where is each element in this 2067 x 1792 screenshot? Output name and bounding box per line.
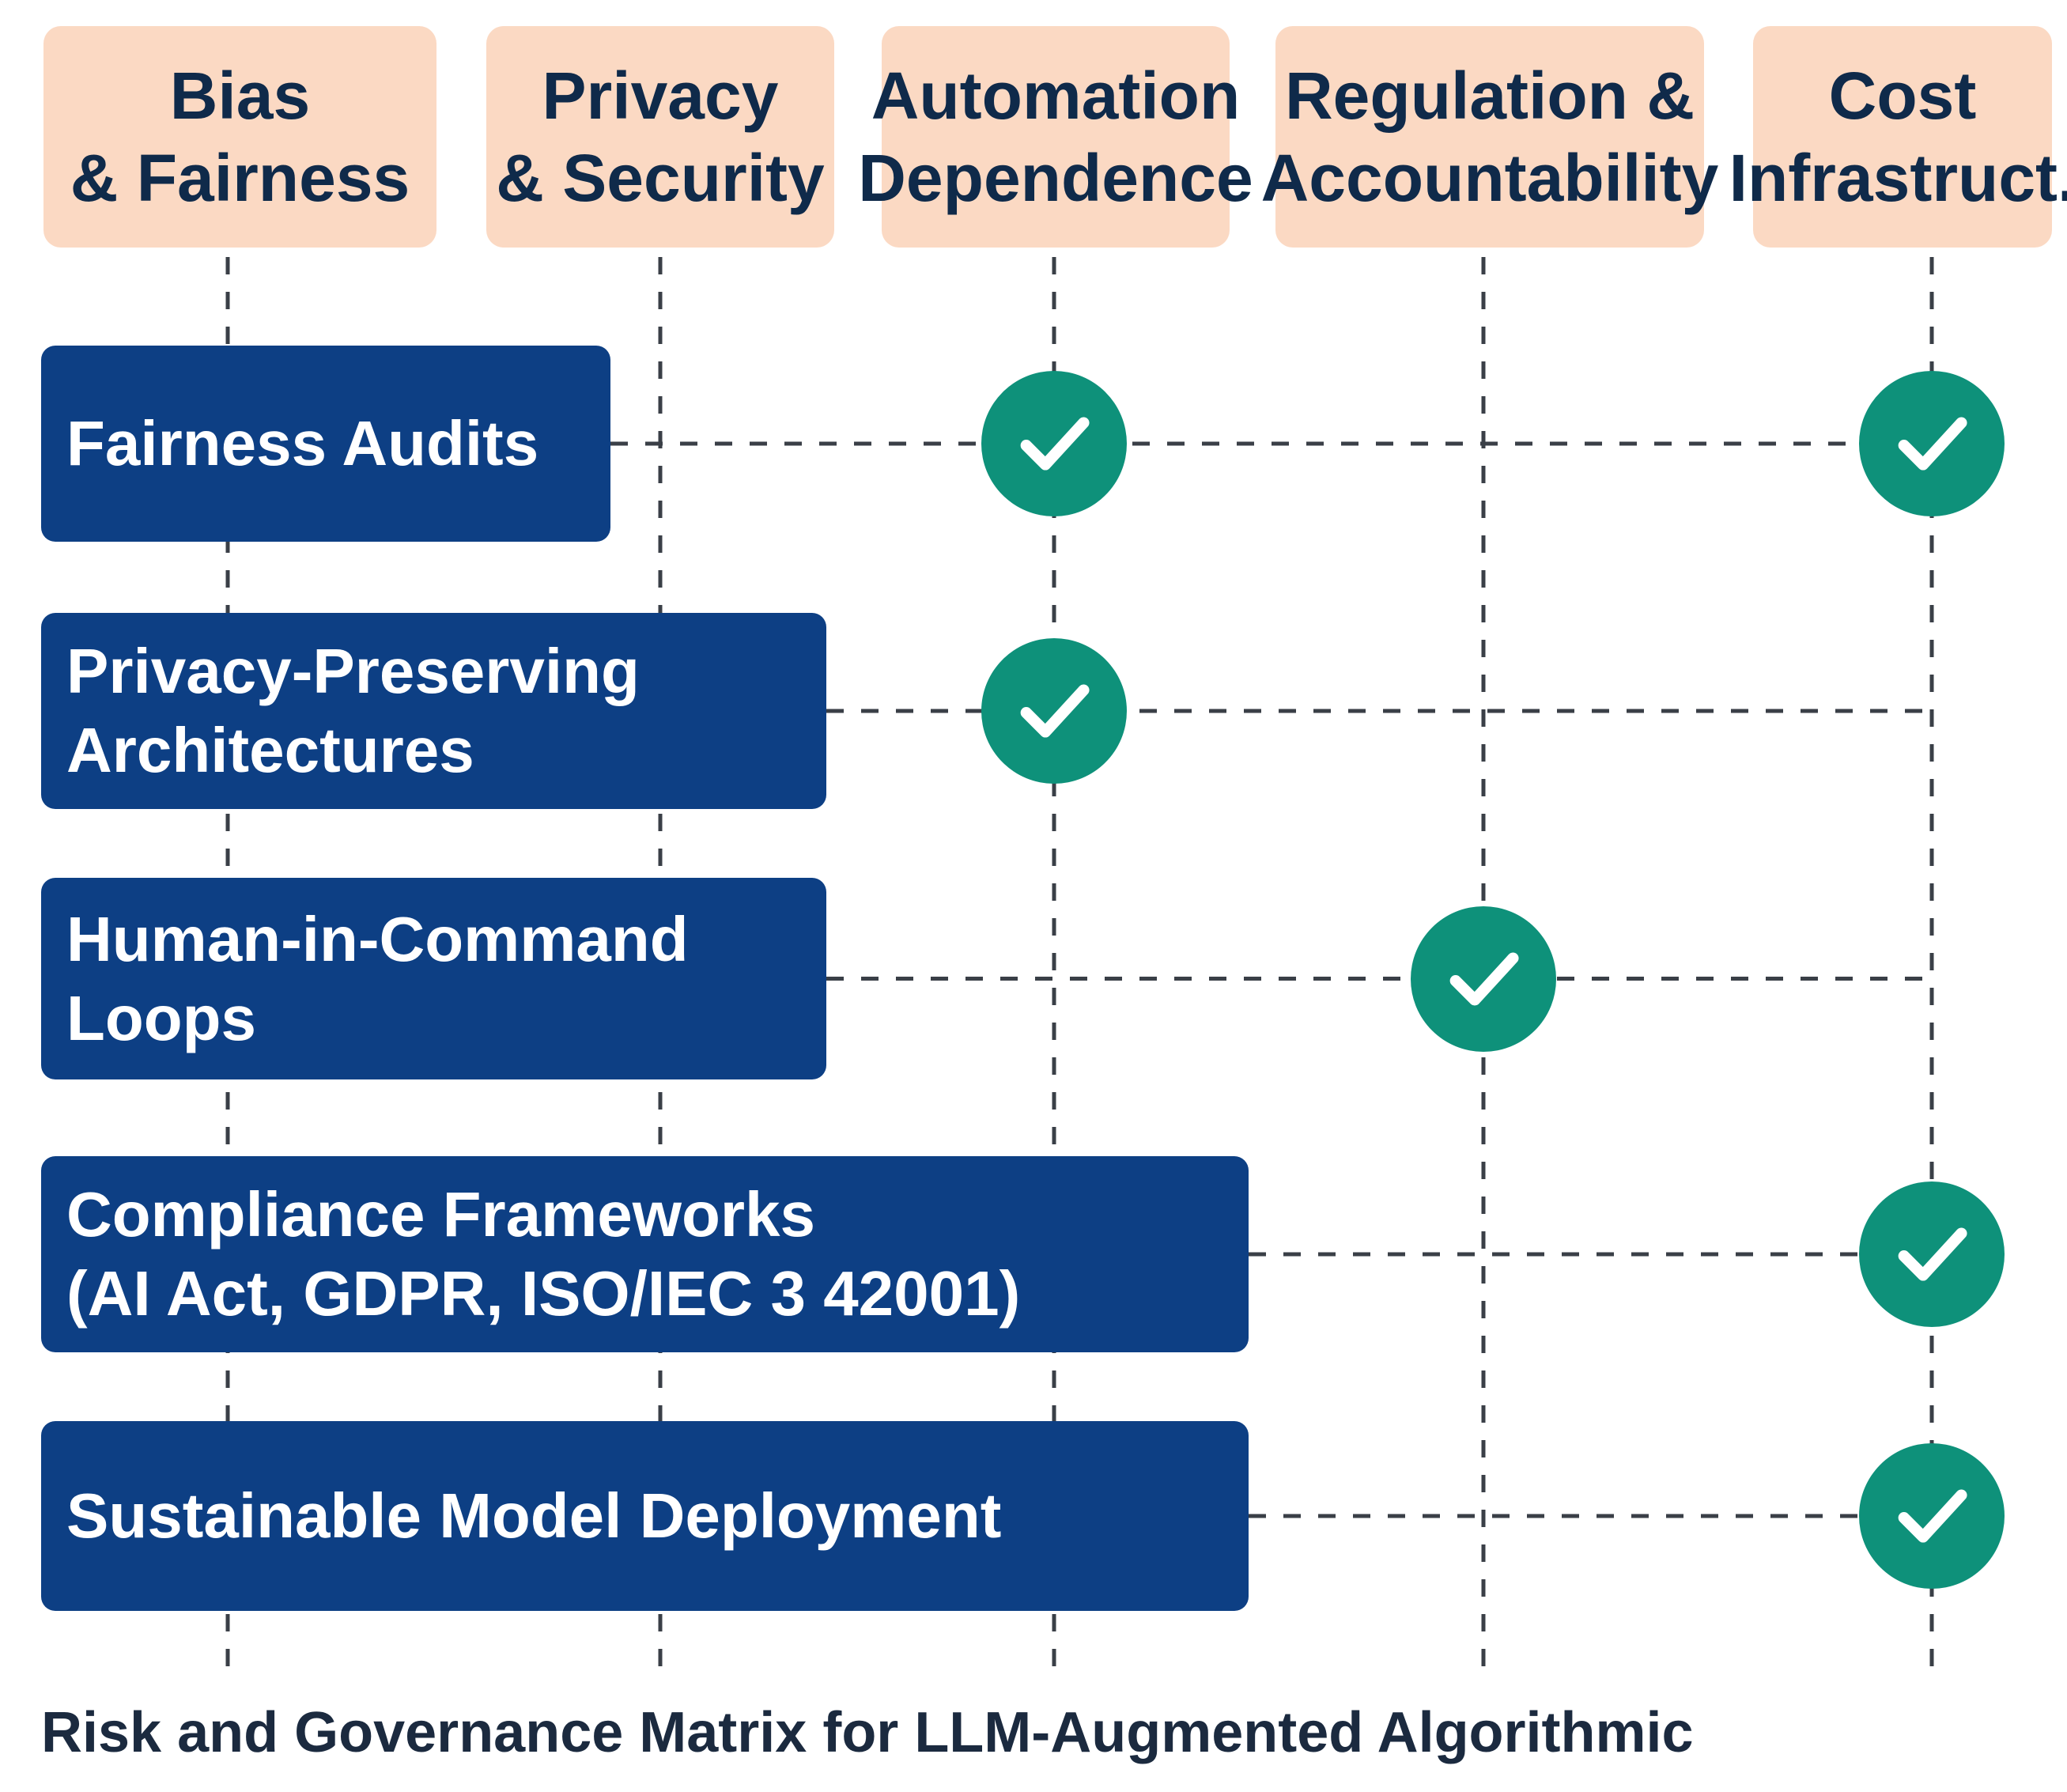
column-header-3: Automation Dependence: [858, 26, 1253, 248]
row-label-1: Fairness Audits: [41, 346, 610, 542]
row-label-5: Sustainable Model Deployment: [41, 1421, 1249, 1611]
check-icon: [981, 371, 1127, 516]
matrix-title: Risk and Governance Matrix for LLM-Augme…: [41, 1701, 1694, 1764]
row-label-4: Compliance Frameworks (AI Act, GDPR, ISO…: [41, 1156, 1249, 1352]
column-header-2: Privacy & Security: [486, 26, 834, 248]
row-label-2: Privacy-Preserving Architectures: [41, 613, 826, 809]
column-header-4: Regulation & Accountability: [1261, 26, 1718, 248]
row-label-3: Human-in-Command Loops: [41, 878, 826, 1079]
column-header-5: Cost Infrastruct.: [1729, 26, 2067, 248]
column-header-1: Bias & Fairness: [43, 26, 436, 248]
check-icon: [1859, 1181, 2005, 1327]
check-icon: [1411, 905, 1556, 1052]
check-icon: [1859, 1443, 2005, 1589]
check-icon: [981, 638, 1127, 784]
check-icon: [1859, 371, 2005, 516]
